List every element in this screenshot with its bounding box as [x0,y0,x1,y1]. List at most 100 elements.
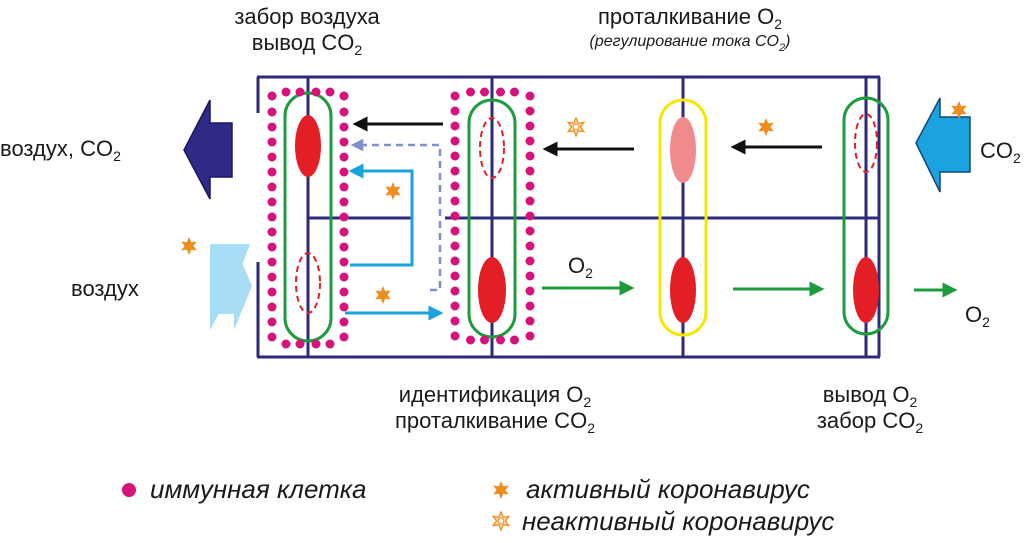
immune-cell-dot [267,287,277,297]
immune-cell-dot [339,287,349,297]
immune-cell-dot [466,87,475,97]
immune-cell-dot [525,301,535,311]
immune-cell-dot [525,151,535,161]
label-o2-output: вывод O2 [822,382,918,410]
immune-cell-dot [450,256,460,266]
immune-cell-dot [267,122,277,132]
immune-cell-dot [525,211,535,221]
immune-cell-dot [339,91,349,101]
legend-inactive-virus-icon [492,511,510,531]
label-o2-push: проталкивание O2 [597,4,783,32]
immune-cell-dot [267,317,277,327]
capsule-right-outline [842,96,890,336]
inactive-virus-icon [567,117,585,137]
capsule-second [467,98,517,339]
immune-cell-dot [339,137,349,147]
immune-cell-dot [450,211,460,221]
immune-cell-dot [496,335,505,345]
immune-cell-dot [267,182,277,192]
legend-immune-cell-icon [122,483,136,497]
pale-blood-cell [670,117,696,183]
immune-cell-dot [339,152,349,162]
inflow-air-block-arrow-body [210,244,252,330]
label-bottom-right: вывод O2 забор CO2 [780,382,960,435]
immune-cell-dot [339,212,349,222]
immune-cell-dot [339,257,349,267]
immune-cells [267,87,535,349]
label-o2-right: O2 [965,302,990,330]
co2-flow-arrows [352,116,822,157]
blue-loop-arrow [348,163,414,267]
immune-cell-dot [339,197,349,207]
immune-cell-dot [510,335,519,345]
immune-cell-dot [267,302,277,312]
dashed-return-arrow [350,138,442,292]
capsule-second-outline [467,98,517,339]
immune-cell-dot [267,197,277,207]
empty-blood-cell [479,117,505,179]
immune-cell-dot [267,91,277,101]
red-blood-cell [295,115,321,177]
immune-cell-dot [525,256,535,266]
inflow-co2-block-arrow [915,97,971,193]
legend-active-virus-icon [493,481,509,499]
immune-cell-dot [267,272,277,282]
immune-cell-dot [325,339,335,349]
immune-cell-dot [450,136,460,146]
immune-cell-dot [525,286,535,296]
immune-cell-dot [339,122,349,132]
frame [256,75,881,359]
capsule-third [658,98,708,337]
immune-cell-dot [450,316,460,326]
immune-cell-dot [525,181,535,191]
immune-cell-dot [525,331,535,341]
immune-cell-dot [450,106,460,116]
immune-cell-dot [525,316,535,326]
label-air-co2-out: воздух, CO2 [0,136,121,164]
immune-cell-dot [480,87,489,97]
immune-cell-dot [325,87,335,97]
immune-cell-dot [339,107,349,117]
immune-cell-dot [466,335,475,345]
label-top-left: забор воздуха вывод CO2 [207,4,407,57]
immune-cell-dot [450,121,460,131]
immune-cell-dot [496,87,505,97]
label-bottom-mid: идентификация O2 проталкивание CO2 [355,382,635,435]
immune-cell-dot [525,226,535,236]
label-co2-in: CO2 [980,138,1021,166]
immune-cell-dot [450,286,460,296]
label-air-in: воздух [71,276,139,301]
immune-cell-dot [295,339,305,349]
o2-flow-arrows [542,280,958,298]
immune-cell-dot [339,332,349,342]
immune-cell-dot [311,87,321,97]
immune-cell-dot [450,181,460,191]
capsule-left-outline [283,91,333,343]
immune-cell-dot [450,166,460,176]
immune-cell-dot [267,137,277,147]
legend-inactive-virus: неактивный коронавирус [522,506,835,536]
active-virus-icon [758,118,774,136]
immune-cell-dot [525,121,535,131]
capsule-right [842,96,890,336]
immune-cell-dot [450,196,460,206]
immune-cell-dot [450,271,460,281]
label-air-intake: забор воздуха [234,4,380,29]
immune-cell-dot [339,167,349,177]
immune-cell-dot [281,87,291,97]
red-blood-cell [853,257,879,323]
immune-cell-dot [525,271,535,281]
immune-cell-dot [525,106,535,116]
legend-active-virus: активный коронавирус [526,474,810,504]
label-top-mid: проталкивание O2 (регулирование тока CO2… [525,4,855,54]
air-circulation-arrows [345,138,444,321]
immune-cell-dot [450,301,460,311]
immune-cell-dot [450,91,460,101]
immune-cell-dot [267,167,277,177]
immune-cell-dot [510,87,519,97]
active-virus-icon [385,182,401,200]
immune-cell-dot [450,226,460,236]
immune-cell-dot [267,242,277,252]
immune-cell-dot [295,87,305,97]
